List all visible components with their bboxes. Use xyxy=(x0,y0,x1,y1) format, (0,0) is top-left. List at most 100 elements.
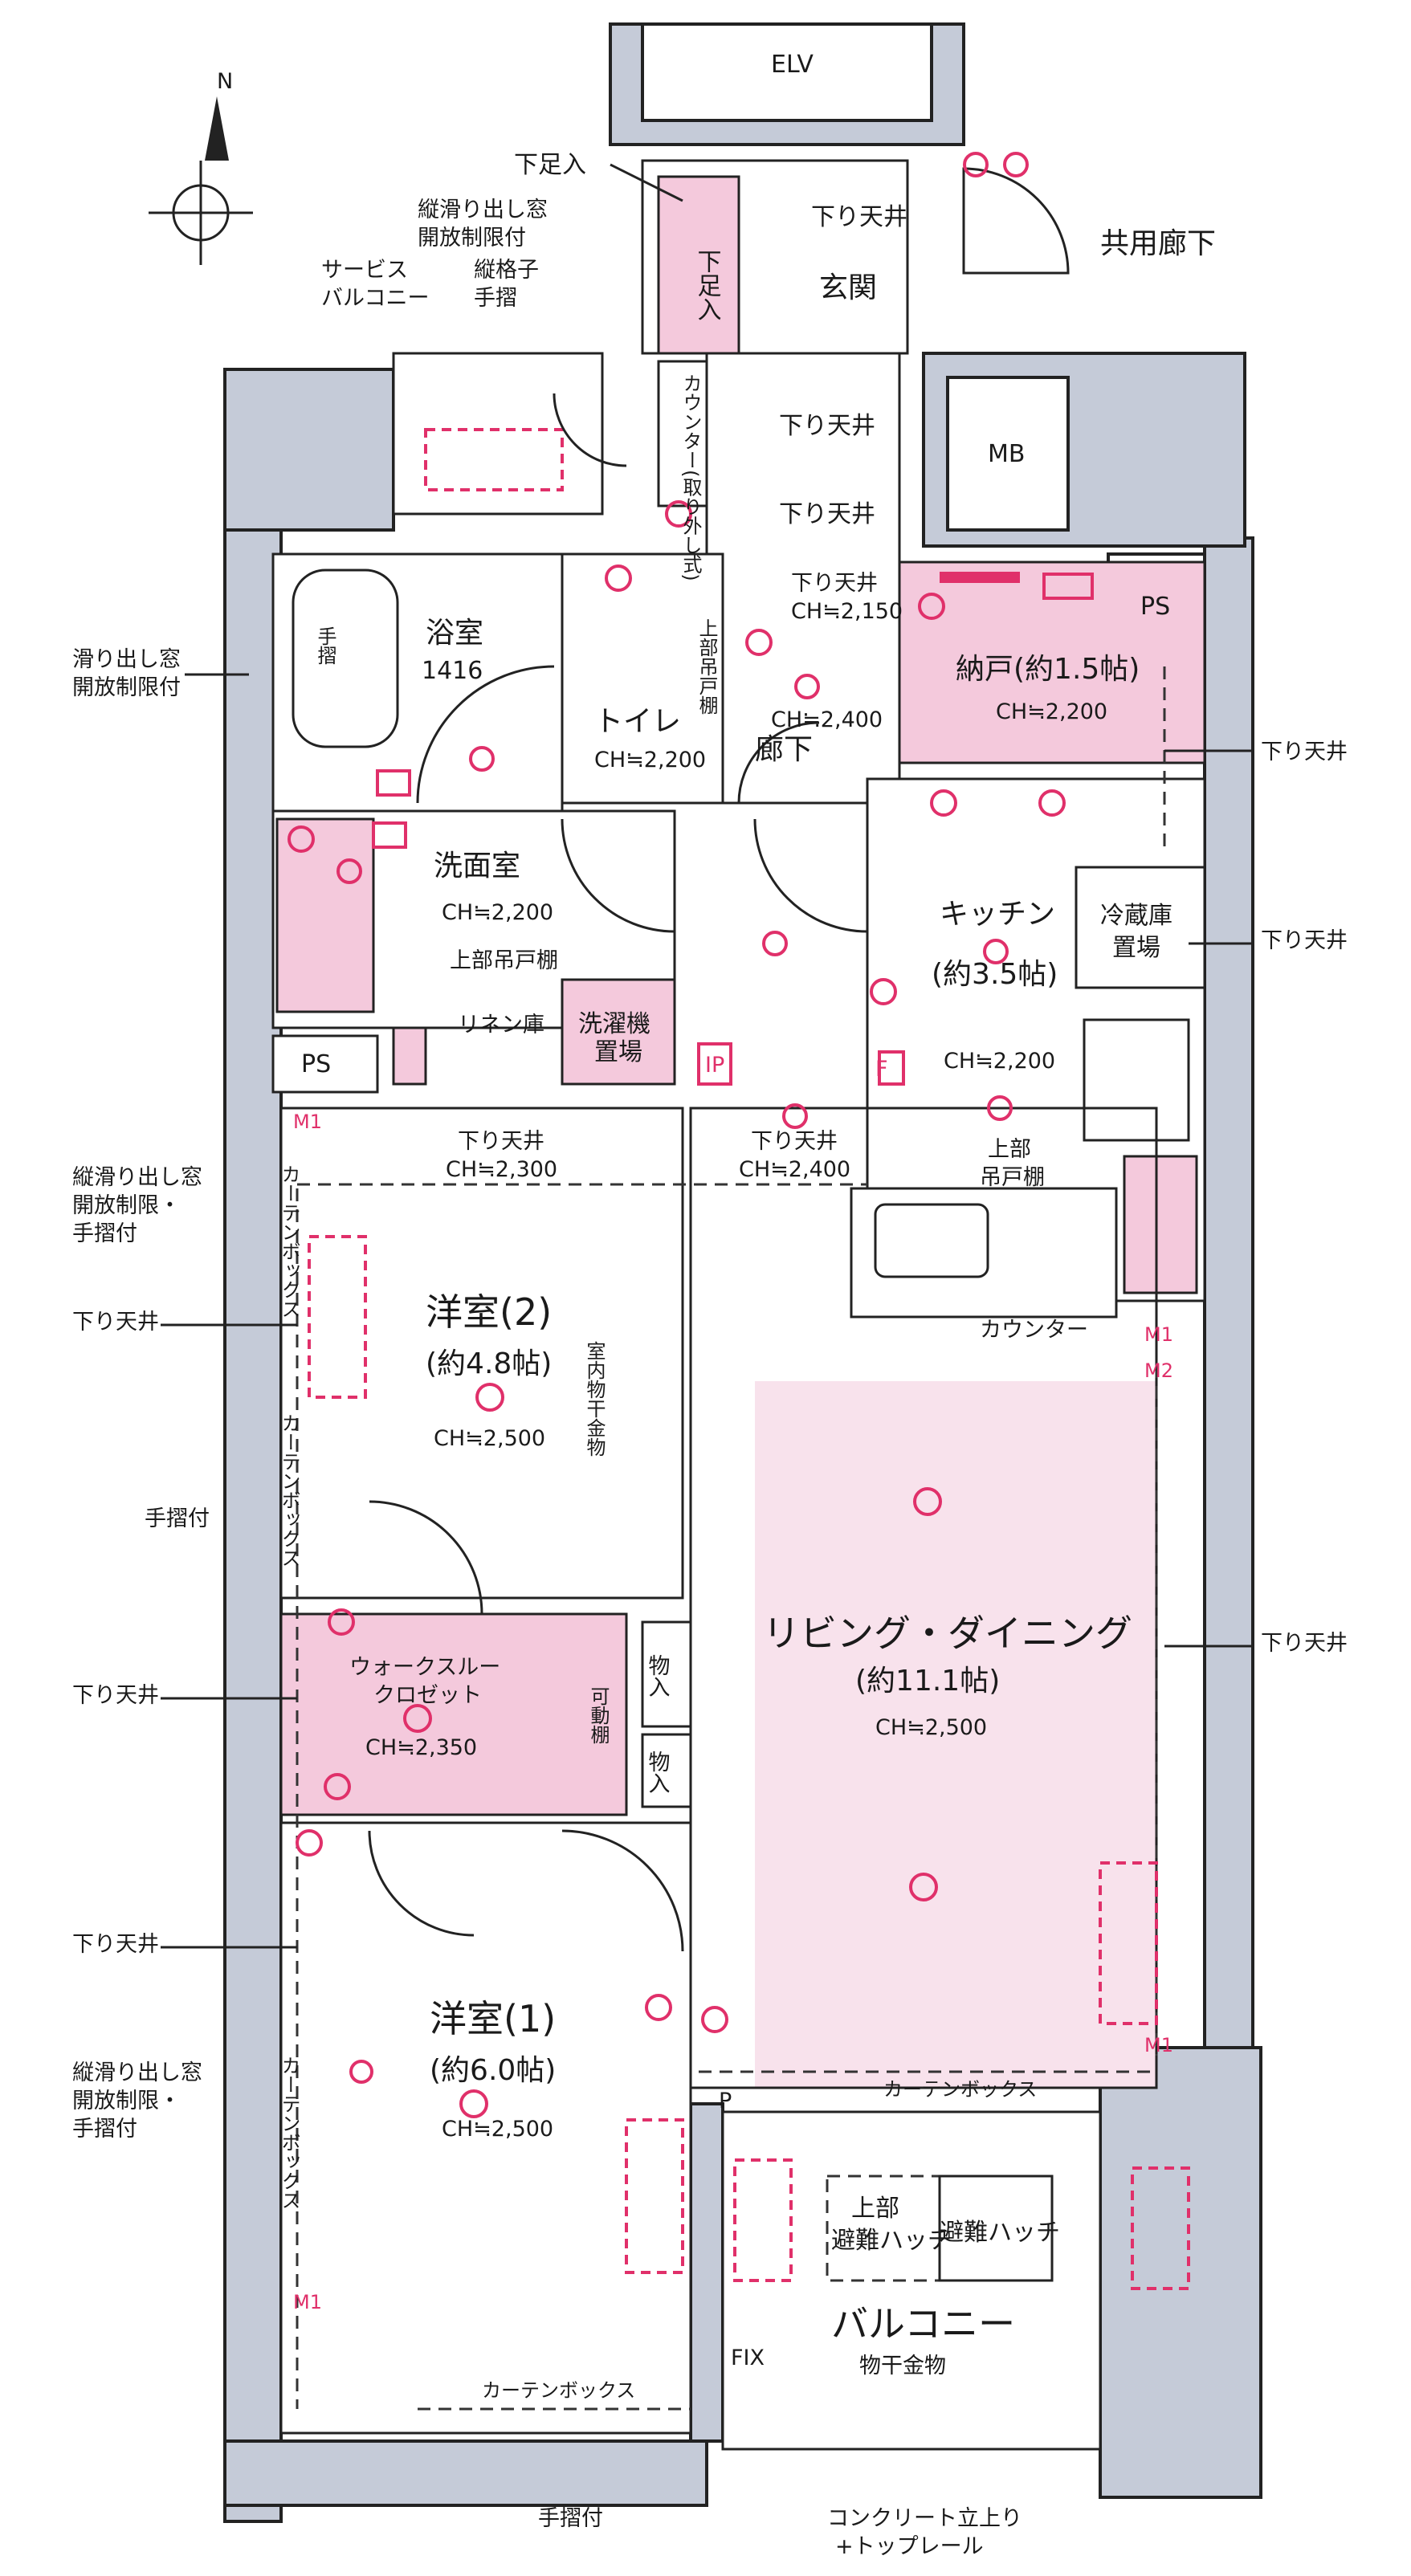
washroom-cabinet-label: 上部吊戸棚 xyxy=(450,948,558,973)
counter-label: カウンター xyxy=(980,1318,1088,1343)
sagari-tenjo-c-label: 下り天井 xyxy=(791,571,878,596)
movable-shelf-label: 可動棚 xyxy=(587,1686,610,1744)
yoshitsu1-label: 洋室(1) xyxy=(430,1997,556,2040)
evac-hatch-label: 避難ハッチ xyxy=(940,2219,1060,2247)
toilet-ch-label: CH≒2,200 xyxy=(594,748,706,772)
toilet-room xyxy=(561,552,724,805)
ld-top-ch-label: CH≒2,400 xyxy=(739,1157,850,1182)
ceiling-light-icon xyxy=(328,1608,355,1636)
ceiling-light-icon xyxy=(794,674,820,699)
ceiling-light-icon xyxy=(930,789,957,817)
ceiling-light-icon xyxy=(909,1873,938,1901)
left-sagari-3-label: 下り天井 xyxy=(72,1932,159,1957)
ceiling-light-icon xyxy=(745,629,773,656)
upper-hatch-label-1: 上部 xyxy=(851,2195,899,2223)
fridge-label-1: 冷蔵庫 xyxy=(1100,902,1172,930)
nando-room xyxy=(898,560,1206,764)
left-window-1a-label: 滑り出し窓 xyxy=(72,647,181,672)
wic-label-1: ウォークスルー xyxy=(349,1655,500,1680)
bottom-left-column xyxy=(223,2439,708,2507)
drying-pole-label: 物干金物 xyxy=(859,2354,946,2378)
bath-label: 浴室 xyxy=(426,617,483,650)
ceiling-light-icon xyxy=(605,565,632,592)
outlet-icon xyxy=(697,1042,732,1086)
concrete-label-2: +トップレール xyxy=(835,2534,984,2559)
upper-hatch xyxy=(826,2175,941,2282)
ceiling-light-icon xyxy=(1038,789,1066,817)
electrical-markers xyxy=(288,152,1094,2118)
lattice-label-2: 手摺 xyxy=(474,286,517,311)
ceiling-light-icon xyxy=(475,1383,504,1412)
bottom-rail-label: 手摺付 xyxy=(538,2506,603,2531)
fridge-space xyxy=(1075,866,1206,989)
window-label-2: 開放制限付 xyxy=(418,226,526,251)
right-sagari-3-label: 下り天井 xyxy=(1261,1631,1348,1656)
yoshitsu1-ch-label: CH≒2,500 xyxy=(442,2117,553,2142)
ceiling-light-icon xyxy=(983,939,1009,964)
shoe-storage-label: 下足入 xyxy=(693,249,721,321)
linen-label: リネン庫 xyxy=(458,1013,544,1037)
yoshitsu2-ch-label: CH≒2,500 xyxy=(434,1426,545,1451)
walkin-closet xyxy=(279,1612,628,1816)
service-balcony-unit xyxy=(424,428,564,491)
ceiling-light-icon xyxy=(963,152,989,177)
storage-2-label: 物入 xyxy=(645,1751,671,1794)
window-label-1: 縦滑り出し窓 xyxy=(418,198,548,222)
kitchen-counter-pink xyxy=(1123,1155,1198,1294)
kitchen-size-label: (約3.5帖) xyxy=(932,958,1058,991)
right-bottom-column xyxy=(1099,2046,1262,2499)
fridge-label-2: 置場 xyxy=(1112,934,1160,962)
linen-storage xyxy=(392,1026,427,1086)
yoshitsu2-room xyxy=(279,1107,684,1600)
yoshitsu2-door xyxy=(369,1500,483,1615)
ceiling-light-icon xyxy=(918,593,945,620)
service-balcony-label-2: バルコニー xyxy=(321,286,429,311)
nando-ch-label: CH≒2,200 xyxy=(996,699,1107,724)
washroom-ch-label: CH≒2,200 xyxy=(442,900,553,925)
drying-rack-label: 室内物干金物 xyxy=(583,1341,606,1457)
left-rail-label: 手摺付 xyxy=(145,1506,210,1531)
ceiling-light-icon xyxy=(296,1829,323,1857)
bath-size-label: 1416 xyxy=(422,657,483,685)
left-window-2b-label: 開放制限・ xyxy=(72,1193,181,1218)
ceiling-light-icon xyxy=(349,2060,373,2084)
ld-size-label: (約11.1帖) xyxy=(855,1665,1000,1698)
nando-label: 納戸(約1.5帖) xyxy=(956,653,1140,686)
washer-label-2: 置場 xyxy=(594,1038,642,1066)
washroom-door xyxy=(561,818,675,933)
elv-label: ELV xyxy=(771,51,814,79)
m1-marker-d: M1 xyxy=(293,2291,322,2313)
ip-label: IP xyxy=(705,1053,724,1078)
m1-marker-a: M1 xyxy=(293,1111,322,1133)
ld-floor xyxy=(755,1381,1156,2088)
curtain-box-2-label: カーテンボックス xyxy=(278,1413,300,1567)
left-sagari-2-label: 下り天井 xyxy=(72,1683,159,1708)
ceiling-light-icon xyxy=(701,2006,728,2033)
bath-rail-label: 手摺 xyxy=(314,626,336,665)
f-label: F xyxy=(875,1057,888,1082)
evacuation-hatch xyxy=(938,2175,1054,2282)
outlet-icon xyxy=(878,1050,905,1086)
corridor-ch-label: CH≒2,400 xyxy=(771,707,883,732)
washroom-label: 洗面室 xyxy=(434,850,520,882)
ld-sagari-label: 下り天井 xyxy=(751,1129,838,1154)
leader-shoe xyxy=(610,163,683,202)
kitchen-ch-label: CH≒2,200 xyxy=(944,1049,1055,1074)
yoshitsu1-window-unit xyxy=(625,2118,684,2274)
lattice-label-1: 縦格子 xyxy=(474,258,539,283)
ld-window-unit xyxy=(1099,1861,1158,2025)
storage-1 xyxy=(641,1620,692,1728)
service-door xyxy=(553,393,627,467)
entrance-door xyxy=(962,167,1070,275)
right-sagari-2-label: 下り天井 xyxy=(1261,928,1348,953)
curtain-box-1-label: カーテンボックス xyxy=(278,1164,300,1319)
left-window-2a-label: 縦滑り出し窓 xyxy=(72,1165,202,1190)
ceiling-light-icon xyxy=(336,858,362,884)
balcony-label: バルコニー xyxy=(831,2302,1015,2346)
right-sagari-1-label: 下り天井 xyxy=(1261,740,1348,764)
svg-text:N: N xyxy=(217,69,233,94)
yoshitsu1-door xyxy=(368,1830,475,1937)
sagari-tenjo-b-label: 下り天井 xyxy=(779,500,875,528)
outlet-icon xyxy=(1042,573,1094,600)
